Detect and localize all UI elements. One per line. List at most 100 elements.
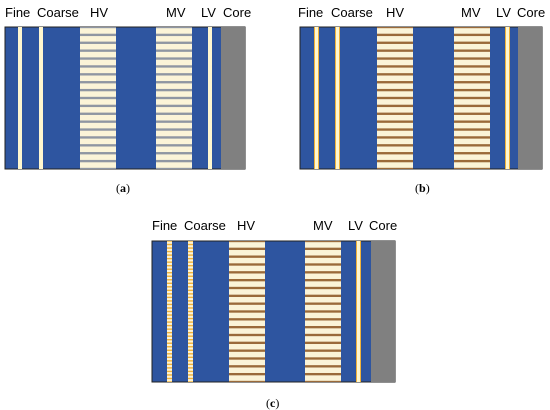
mv-winding-b [454,27,490,169]
winding-disc [229,273,265,279]
winding-disc [305,273,341,279]
winding-disc [229,265,265,272]
winding-disc [229,257,265,264]
winding-disc [188,347,193,350]
winding-disc [80,130,116,137]
core-c [371,241,395,382]
winding-disc [454,122,490,129]
winding-disc [305,289,341,295]
winding-disc [80,83,116,89]
winding-disc [229,312,265,319]
winding-disc [305,312,341,319]
winding-disc [229,297,265,303]
winding-disc [188,372,193,375]
winding-disc [305,304,341,311]
winding-disc [229,336,265,342]
winding-disc [188,358,193,361]
winding-disc [156,114,192,121]
caption-b: (b) [415,181,430,195]
winding-disc [305,375,341,381]
winding-disc [188,305,193,308]
winding-disc [167,350,172,354]
label-core: Core [517,5,545,20]
coarse-winding-c [188,241,193,382]
winding-disc [167,372,172,375]
label-fine: Fine [298,5,323,20]
label-fine: Fine [152,218,177,233]
label-lv: LV [201,5,216,20]
winding-disc [167,343,172,347]
winding-disc [167,365,172,368]
winding-disc [156,99,192,105]
winding-disc [167,245,172,248]
label-mv: MV [461,5,481,20]
winding-disc [454,154,490,160]
winding-disc [229,304,265,311]
winding-disc [80,107,116,113]
winding-disc [156,51,192,58]
winding-disc [377,83,413,89]
winding-disc [167,252,172,255]
winding-disc [377,146,413,153]
winding-disc [188,326,193,329]
winding-disc [167,361,172,364]
winding-disc [167,291,172,294]
winding-disc [156,162,192,168]
lv-winding-c [357,241,360,382]
winding-disc [188,315,193,318]
winding-disc [80,75,116,82]
winding-disc [454,28,490,34]
winding-disc [156,43,192,50]
winding-disc [167,255,172,258]
winding-disc [454,67,490,74]
winding-disc [167,308,172,311]
winding-disc [454,99,490,105]
winding-disc [188,241,193,244]
winding-disc [305,336,341,342]
winding-disc [377,114,413,121]
winding-disc [229,351,265,358]
winding-disc [305,367,341,373]
winding-disc [188,280,193,283]
winding-disc [156,83,192,89]
lv-winding-a [208,27,212,169]
winding-disc [188,312,193,315]
winding-disc [80,91,116,97]
winding-disc [188,333,193,336]
winding-disc [188,336,193,339]
winding-disc [188,379,193,382]
winding-disc [80,154,116,160]
winding-disc [80,36,116,42]
winding-disc [156,28,192,34]
winding-disc [188,368,193,371]
label-hv: HV [237,218,255,233]
winding-disc [188,301,193,304]
winding-disc [167,379,172,382]
coarse-winding-b [336,27,339,169]
mv-winding-a [156,27,192,169]
winding-disc [454,114,490,121]
winding-disc [167,298,172,301]
winding-disc [305,328,341,334]
winding-disc [167,276,172,280]
winding-disc [377,75,413,82]
winding-disc [377,28,413,34]
label-hv: HV [386,5,404,20]
winding-disc [305,257,341,264]
winding-disc [229,328,265,334]
winding-disc [454,75,490,82]
winding-disc [167,319,172,322]
winding-disc [156,138,192,145]
winding-disc [454,83,490,89]
winding-disc [167,340,172,343]
winding-disc [454,51,490,58]
panel-c: Fine Coarse HV MV LV Core (c) [151,218,397,410]
winding-disc [188,340,193,343]
winding-disc [188,273,193,276]
winding-disc [167,329,172,332]
winding-disc [156,91,192,97]
lv-winding-b [506,27,509,169]
label-lv: LV [496,5,511,20]
winding-disc [156,75,192,82]
winding-disc [454,130,490,137]
